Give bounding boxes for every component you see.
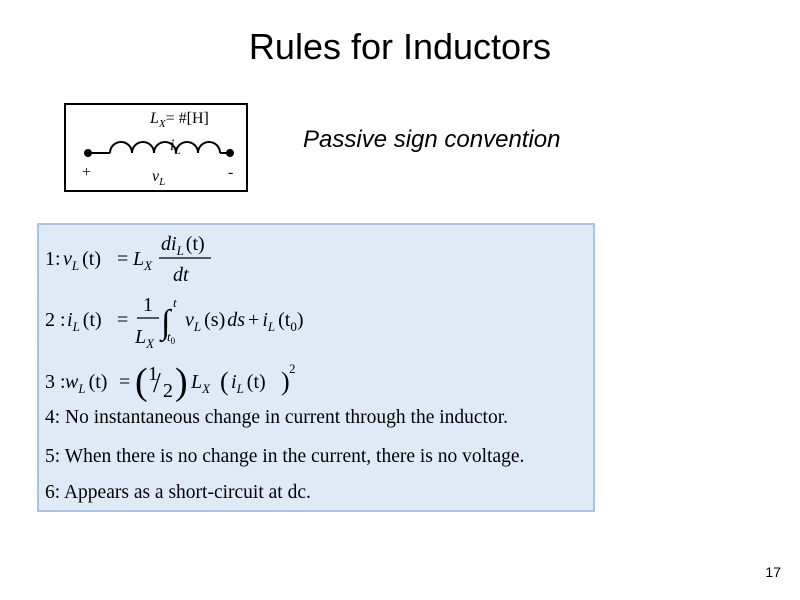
- eq1-equals: =: [117, 248, 128, 270]
- eq3-half-slash: /: [153, 368, 161, 399]
- eq2-lhs: iL(t): [67, 309, 102, 334]
- inductor-coil: [109, 141, 221, 154]
- eq3-half-num: 1: [148, 363, 158, 385]
- eq2-integrand: vL(s)ds+iL(t0): [185, 309, 304, 334]
- eq3-equals: =: [119, 371, 130, 393]
- eq3-exponent: 2: [289, 361, 296, 376]
- left-terminal: [84, 149, 92, 157]
- eq1-numerator: diL(t): [161, 233, 205, 258]
- current-label: iL: [170, 137, 181, 157]
- eq1-number: 1:: [45, 248, 61, 270]
- voltage-label: vL: [152, 168, 165, 188]
- plus-sign: +: [82, 164, 91, 181]
- eq3-number: 3 :: [45, 371, 66, 393]
- eq2-frac-den: LX: [134, 326, 155, 351]
- rule-4-text: 4: No instantaneous change in current th…: [45, 407, 509, 428]
- slide-title: Rules for Inductors: [248, 26, 552, 67]
- inductor-symbol-svg: LX= #[H] iL + vL -: [82, 110, 234, 188]
- eq2-frac-num: 1: [143, 294, 153, 316]
- rule-6-text: 6: Appears as a short-circuit at dc.: [45, 482, 311, 503]
- passive-sign-convention-label: Passive sign convention: [303, 126, 561, 153]
- equation-1: 1: vL(t) = LX diL(t) dt: [45, 233, 211, 286]
- eq3-L: LX: [190, 371, 211, 396]
- eq1-lhs: vL(t): [63, 248, 101, 273]
- inductance-label: LX= #[H]: [149, 110, 209, 130]
- eq3-half-den: 2: [163, 380, 173, 402]
- rules-box: 1: vL(t) = LX diL(t) dt 2 : iL(t) = 1: [37, 223, 595, 512]
- eq3-inner-open: (: [220, 367, 229, 396]
- equation-3: 3 : wL(t) = ( 1 / 2 ) LX ( iL(t) ) 2: [45, 361, 296, 403]
- equation-2: 2 : iL(t) = 1 LX ∫ t t0 vL(s)ds+iL(t0): [45, 294, 304, 351]
- minus-sign: -: [228, 164, 233, 181]
- eq2-lower-limit: t0: [167, 329, 176, 346]
- eq3-inner-close: ): [281, 367, 290, 396]
- eq3-current: iL(t): [231, 371, 266, 396]
- integral-sign: ∫: [159, 304, 173, 343]
- equations-svg: 1: vL(t) = LX diL(t) dt 2 : iL(t) = 1: [45, 233, 304, 403]
- eq2-equals: =: [117, 309, 128, 331]
- eq1-L: LX: [132, 248, 153, 273]
- inductor-circuit-diagram: LX= #[H] iL + vL -: [64, 103, 248, 192]
- eq2-number: 2 :: [45, 309, 66, 331]
- eq3-lhs: wL(t): [65, 371, 107, 396]
- right-terminal: [226, 149, 234, 157]
- eq1-denominator: dt: [173, 264, 189, 286]
- eq3-paren-close: ): [175, 361, 188, 403]
- eq2-upper-limit: t: [173, 295, 177, 310]
- eq3-paren-open: (: [135, 361, 148, 403]
- rule-5-text: 5: When there is no change in the curren…: [45, 446, 525, 467]
- page-number: 17: [765, 564, 781, 580]
